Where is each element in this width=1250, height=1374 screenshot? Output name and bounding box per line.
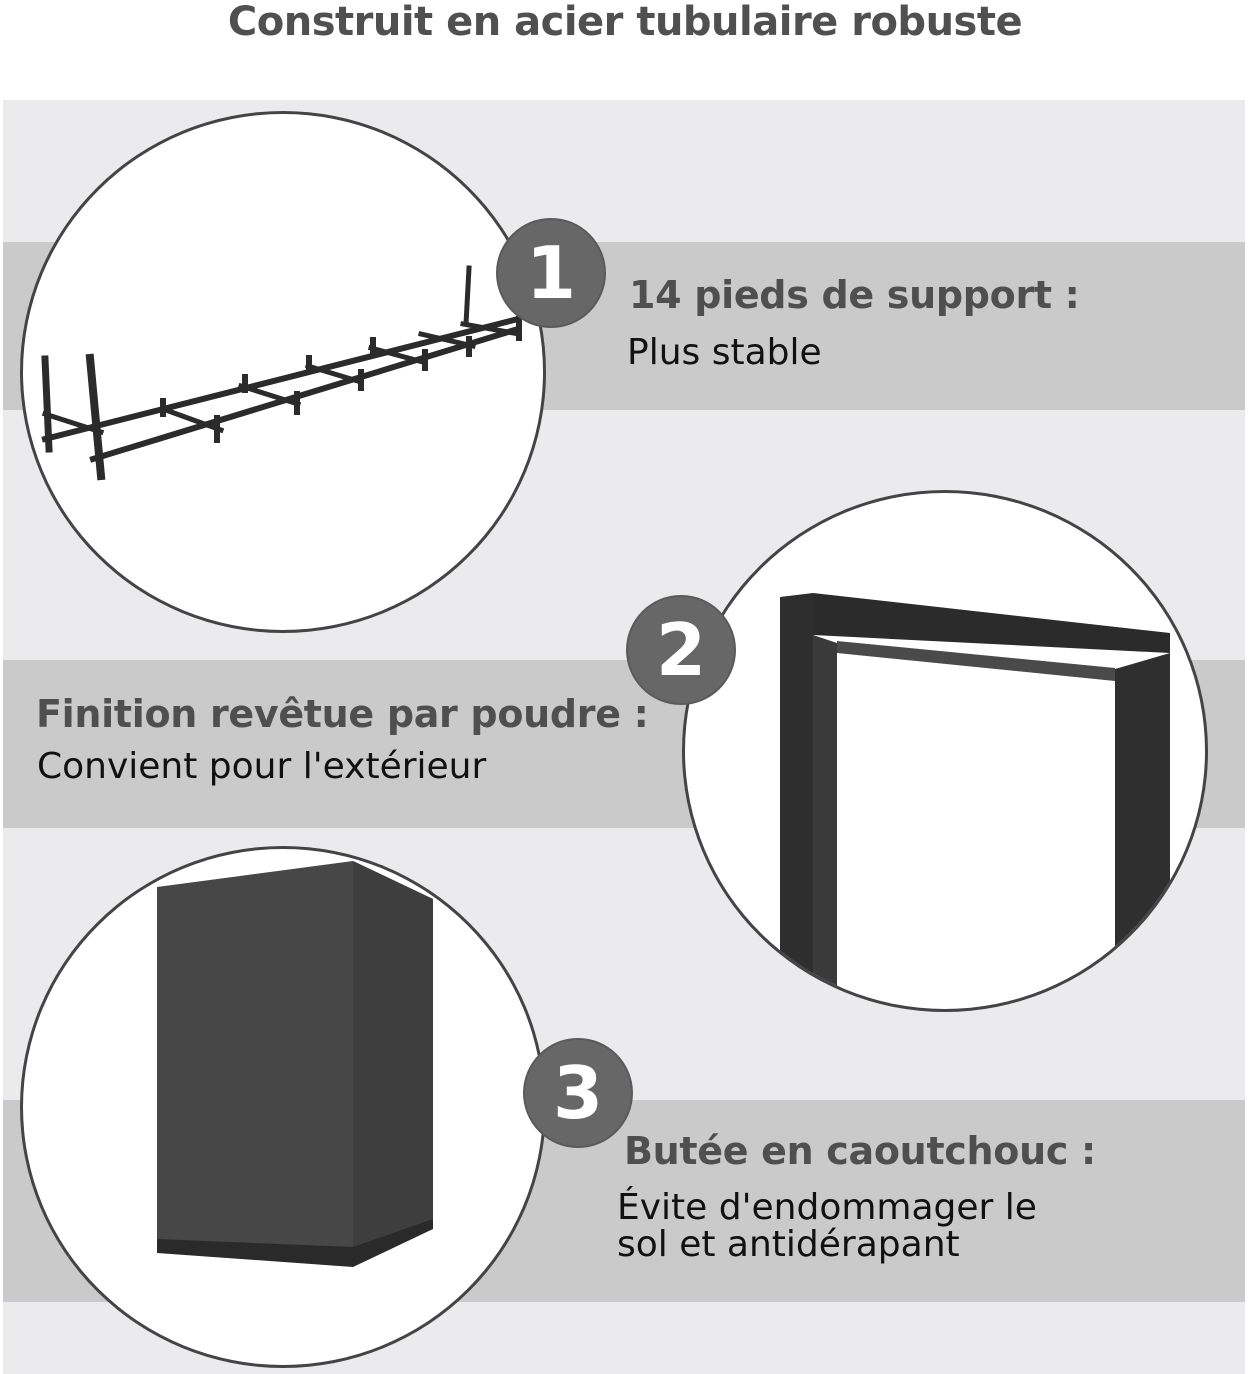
feature-3-title: Butée en caoutchouc : (624, 1129, 1096, 1173)
page-title: Construit en acier tubulaire robuste (227, 0, 1023, 45)
rubber-foot-image (20, 846, 546, 1368)
step-badge-3: 3 (525, 1040, 631, 1146)
feature-2-description: Convient pour l'extérieur (37, 746, 487, 787)
rack-frame-illustration (41, 265, 522, 481)
feature-1-title: 14 pieds de support : (629, 273, 1080, 317)
feature-panel: 1 2 3 14 pieds de support : Plus stable … (3, 100, 1245, 1374)
feature-3-description-line-2: sol et antidérapant (617, 1224, 960, 1265)
rack-frame-image (20, 111, 546, 633)
frame-corner-illustration (780, 593, 1170, 1009)
step-badge-1: 1 (498, 220, 604, 326)
powder-coat-corner-image (682, 490, 1208, 1012)
rubber-foot-illustration (157, 861, 433, 1267)
feature-2-title: Finition revêtue par poudre : (36, 692, 649, 736)
feature-3-description-line-1: Évite d'endommager le (617, 1187, 1037, 1228)
step-badge-2: 2 (628, 597, 734, 703)
feature-1-description: Plus stable (627, 332, 822, 373)
